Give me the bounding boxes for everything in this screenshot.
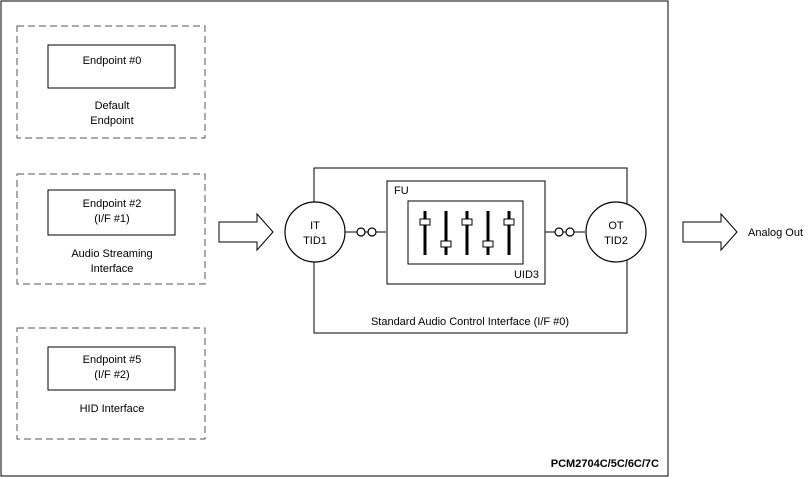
output-terminal-label: OT: [608, 220, 624, 232]
endpoint-group-default-frame: [16, 25, 206, 139]
feature-unit-label: FU: [394, 185, 409, 197]
endpoint-group-audio-streaming: Endpoint #2 (I/F #1) Audio Streaming Int…: [16, 173, 206, 285]
endpoint-group-hid-frame: [16, 327, 206, 440]
fader-knob: [461, 218, 473, 226]
endpoint-0-box: [47, 44, 176, 89]
connector-node: [367, 227, 377, 237]
fader-group: [419, 211, 515, 255]
part-number-label: PCM2704C/5C/6C/7C: [551, 458, 659, 470]
feature-unit-uid: UID3: [514, 269, 539, 281]
output-arrow: [682, 212, 738, 252]
audio-streaming-caption-line2: Interface: [91, 263, 134, 275]
hid-caption: HID Interface: [80, 403, 145, 415]
control-interface-label: Standard Audio Control Interface (I/F #0…: [371, 316, 569, 328]
endpoint-group-audio-frame: [16, 173, 206, 285]
endpoint-2-interface: (I/F #1): [94, 213, 129, 225]
input-terminal-label: IT: [310, 220, 320, 232]
device-boundary: [0, 0, 669, 477]
fader-knob: [482, 240, 494, 248]
input-terminal: [284, 201, 346, 263]
endpoint-5-interface: (I/F #2): [94, 369, 129, 381]
endpoint-5-label: Endpoint #5: [83, 354, 142, 366]
default-caption-line1: Default: [95, 100, 130, 112]
control-interface-box: [313, 167, 628, 334]
fader-panel: [407, 200, 524, 265]
fader-knob: [440, 240, 452, 248]
default-caption-line2: Endpoint: [90, 115, 133, 127]
endpoint-2-label: Endpoint #2: [83, 198, 142, 210]
endpoint-group-default: Endpoint #0 Default Endpoint: [16, 25, 206, 139]
input-terminal-id: TID1: [303, 235, 327, 247]
fader-knob: [419, 218, 431, 226]
output-terminal-id: TID2: [604, 235, 628, 247]
analog-out-label: Analog Out: [748, 227, 803, 239]
connector-node: [565, 227, 575, 237]
endpoint-group-hid: Endpoint #5 (I/F #2) HID Interface: [16, 327, 206, 440]
feature-unit-box: [386, 180, 546, 285]
endpoint-2-box: [47, 189, 176, 236]
fader-knob: [503, 218, 515, 226]
endpoint-5-box: [47, 346, 176, 391]
endpoint-0-label: Endpoint #0: [83, 55, 142, 67]
connector-node: [356, 227, 366, 237]
output-terminal: [585, 201, 647, 263]
connector-node: [554, 227, 564, 237]
input-arrow: [218, 212, 274, 252]
audio-streaming-caption-line1: Audio Streaming: [71, 248, 152, 260]
